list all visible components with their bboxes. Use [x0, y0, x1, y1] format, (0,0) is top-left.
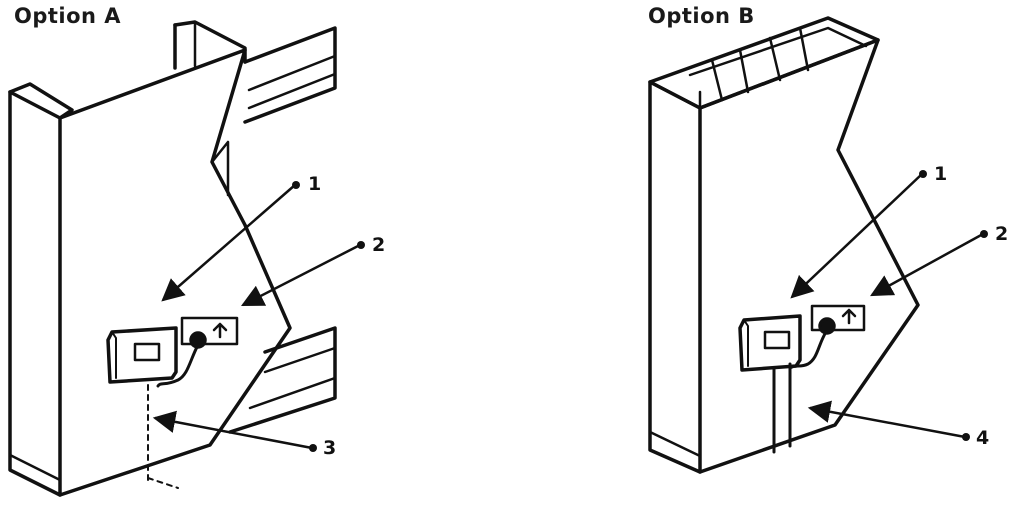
duct-a-upper-rear: [243, 26, 337, 124]
option-b-drawing: [648, 16, 920, 474]
duct-a-front-panel: [8, 48, 292, 497]
callout-b-2-label: 2: [995, 223, 1008, 245]
duct-b-top-opening: [648, 16, 880, 110]
callout-a-2-line: [240, 243, 361, 307]
option-a-title: Option A: [14, 4, 122, 28]
callout-a-3-line: [152, 410, 313, 450]
duct-a-lower-rear: [228, 326, 337, 434]
callout-a-1-dot: [292, 181, 300, 189]
callouts-b: [790, 173, 984, 439]
callout-b-2-dot: [980, 230, 988, 238]
callout-a-1-label: 1: [308, 173, 321, 195]
callout-b-4-label: 4: [976, 427, 989, 449]
callout-a-3-dot: [309, 444, 317, 452]
option-b-title: Option B: [648, 4, 755, 28]
callout-b-4-dot: [962, 433, 970, 441]
callout-b-1-line: [790, 173, 923, 299]
callout-b-4-line: [807, 400, 966, 439]
support-post-b: [772, 362, 792, 454]
option-a-drawing: [8, 20, 337, 497]
callout-b-2-line: [870, 232, 984, 297]
callout-b-1-label: 1: [934, 163, 947, 185]
callout-a-1-line: [161, 184, 296, 302]
duct-b-front-panel: [648, 38, 920, 474]
duct-a-top-lip: [173, 20, 247, 64]
callout-b-1-dot: [919, 170, 927, 178]
callouts-a: [152, 184, 361, 450]
callout-a-2-label: 2: [372, 234, 385, 256]
callout-a-3-label: 3: [323, 437, 336, 459]
callout-a-2-dot: [357, 241, 365, 249]
